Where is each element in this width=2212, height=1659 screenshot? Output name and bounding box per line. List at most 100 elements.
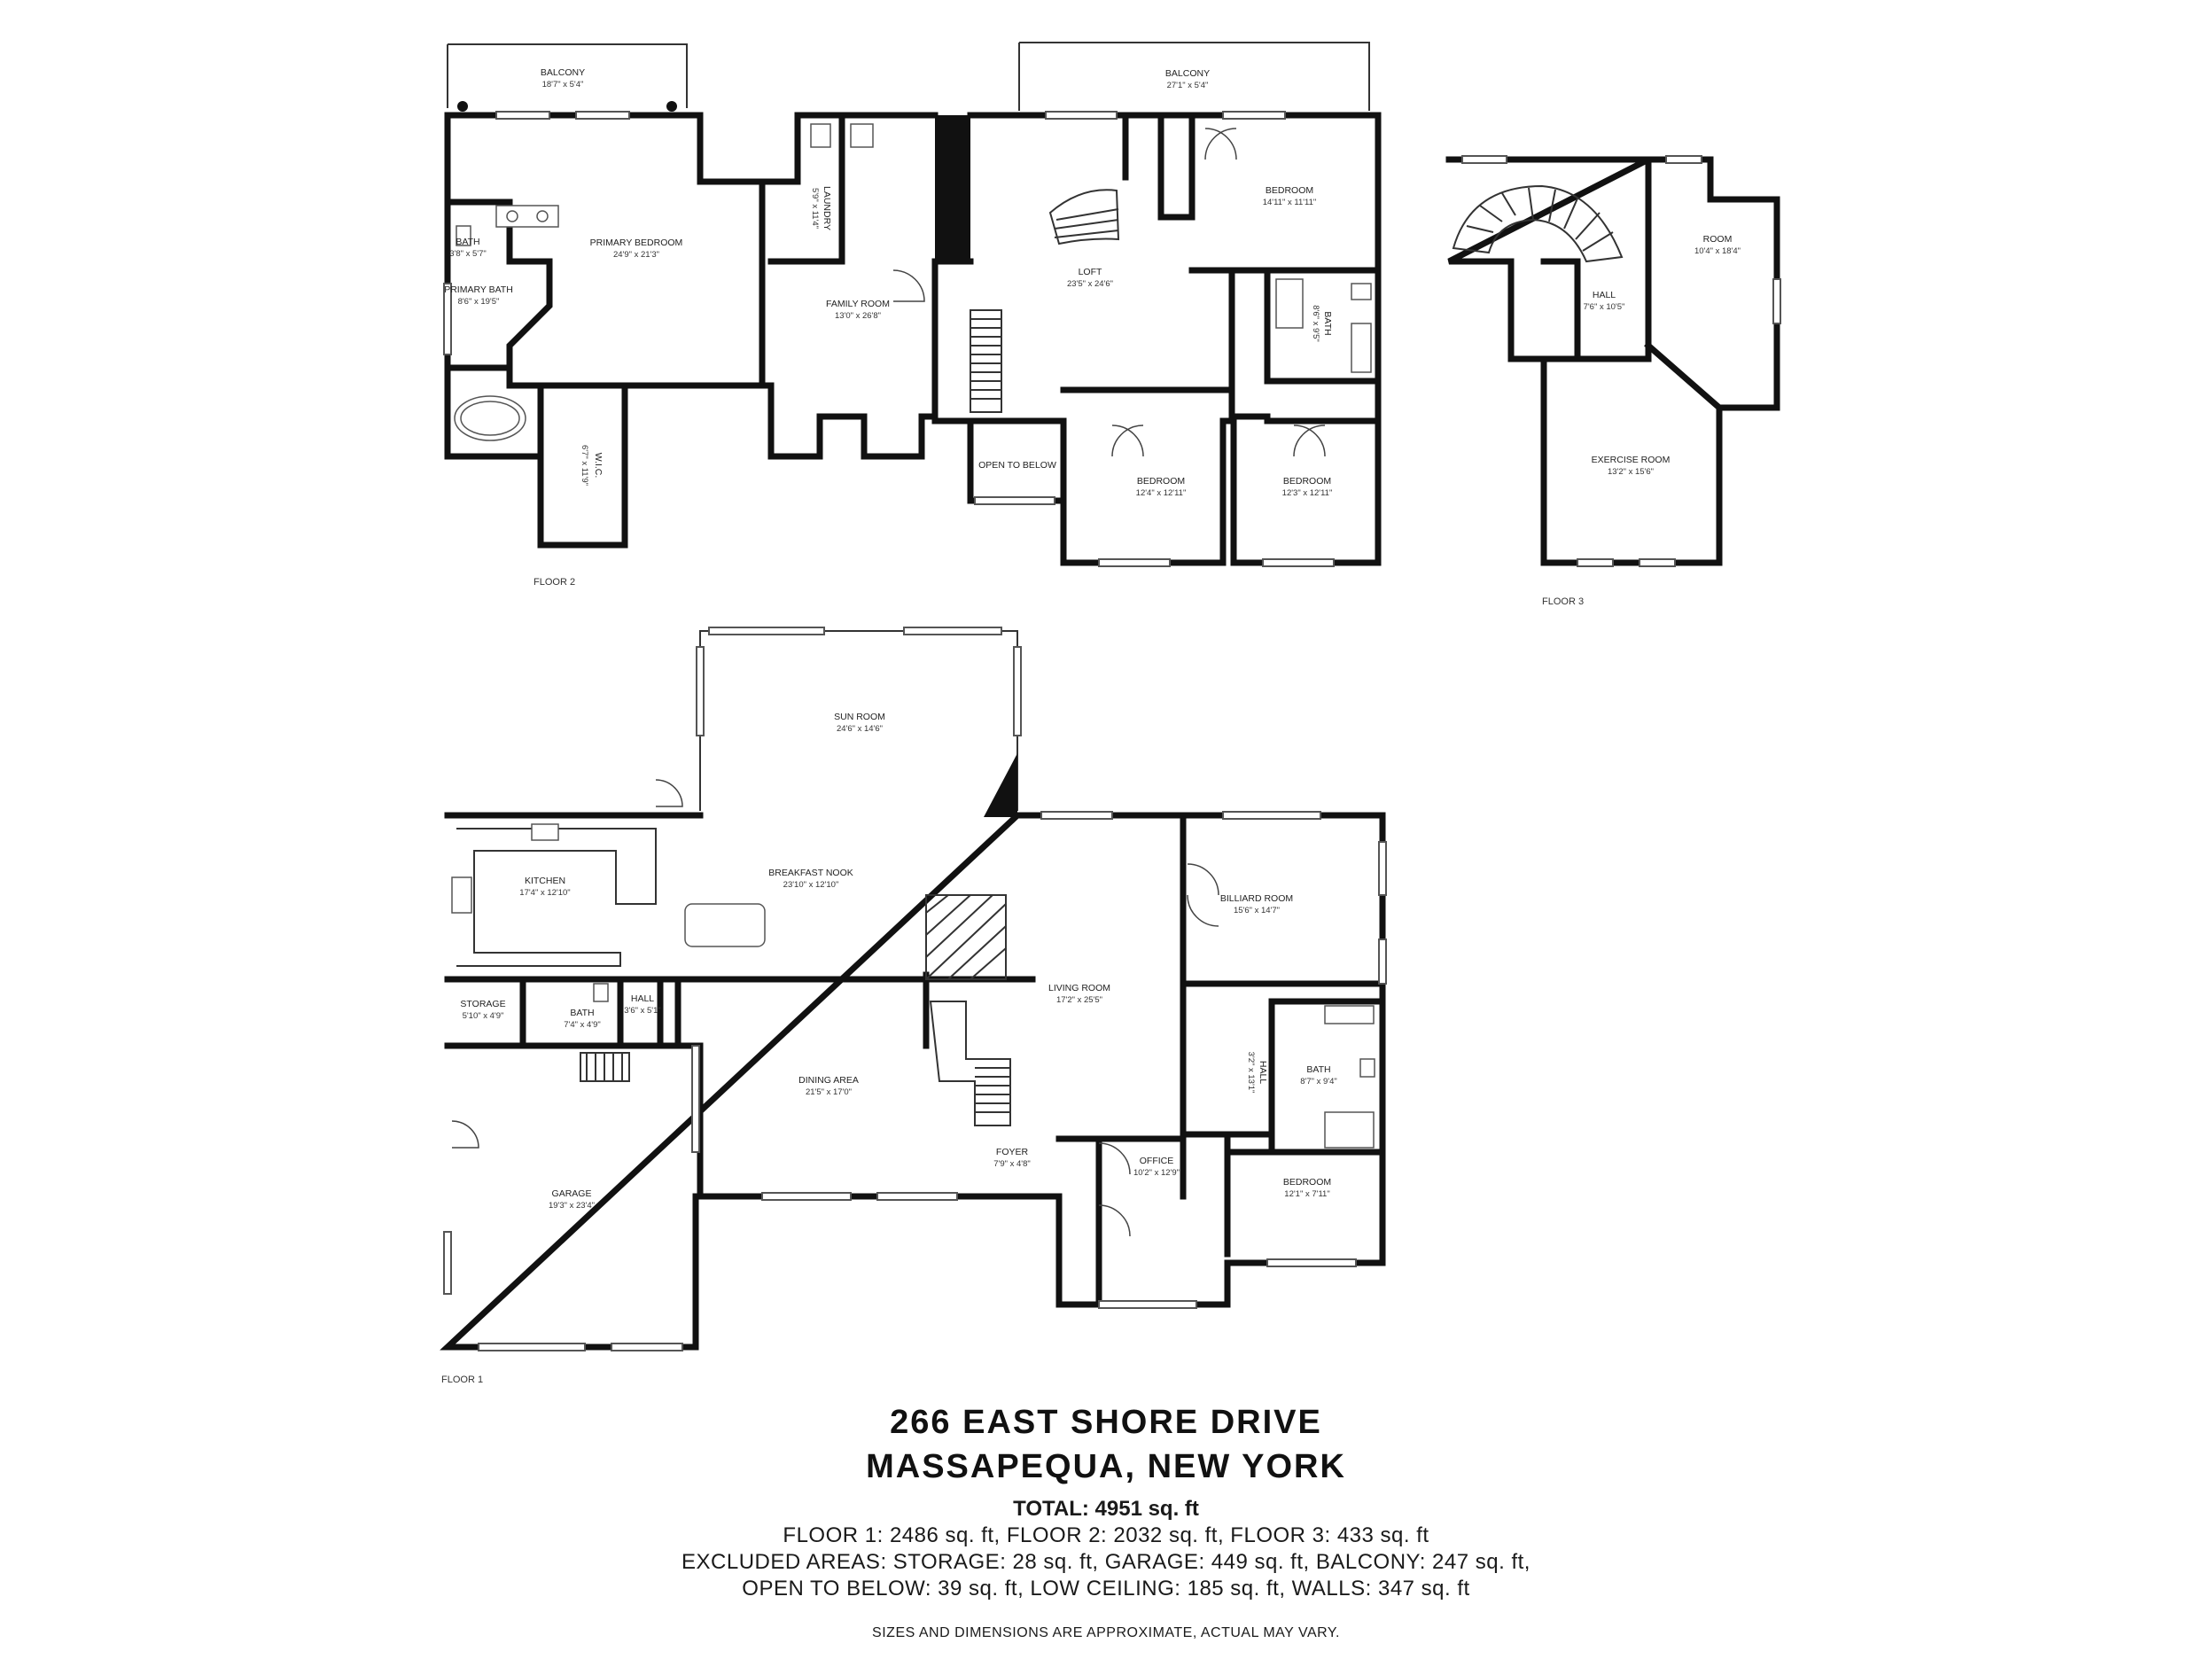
window <box>1040 811 1113 820</box>
balcony-railing-a <box>447 43 688 108</box>
room-name: BEDROOM <box>1266 185 1313 196</box>
room-dimensions: 7'6" x 10'5" <box>1584 302 1625 312</box>
window <box>1098 558 1171 567</box>
stair-icon <box>929 1001 1011 1126</box>
window <box>903 627 1002 635</box>
window <box>1098 1300 1197 1309</box>
room-dimensions: 24'6" x 14'6" <box>837 724 883 734</box>
room-dimensions: 10'2" x 12'9" <box>1133 1168 1180 1178</box>
range-icon <box>451 876 472 914</box>
room-dimensions: 19'3" x 23'4" <box>549 1201 595 1211</box>
room-name: LOFT <box>1079 267 1102 277</box>
window <box>575 111 630 120</box>
room-name: W.I.C. <box>593 453 604 479</box>
floor-3-plan <box>1445 155 1781 567</box>
stair-icon <box>580 1052 630 1082</box>
room-dimensions: 10'4" x 18'4" <box>1694 246 1741 256</box>
room-dimensions: 7'9" x 4'8" <box>993 1159 1031 1169</box>
room-name: STORAGE <box>460 999 505 1009</box>
window <box>1222 111 1286 120</box>
vanity-icon <box>1324 1005 1375 1024</box>
post-icon <box>457 101 468 112</box>
toilet-icon <box>593 983 609 1002</box>
room-name: OPEN TO BELOW <box>978 460 1056 471</box>
window <box>1772 278 1781 324</box>
room-dimensions: 24'9" x 21'3" <box>613 250 659 260</box>
window <box>1013 646 1022 736</box>
room-name: KITCHEN <box>525 876 565 886</box>
window <box>708 627 825 635</box>
room-name: HALL <box>1593 290 1616 300</box>
address-line-1: 266 EAST SHORE DRIVE <box>890 1404 1322 1441</box>
window <box>1222 811 1321 820</box>
room-dimensions: 8'6" x 19'5" <box>458 297 500 307</box>
room-dimensions: 13'0" x 26'8" <box>835 311 881 321</box>
window <box>1461 155 1507 164</box>
floor-1-label: FLOOR 1 <box>441 1375 483 1385</box>
room-name: PRIMARY BEDROOM <box>590 238 683 248</box>
floor-2-label: FLOOR 2 <box>534 577 575 588</box>
room-dimensions: 14'11" x 11'11" <box>1263 198 1317 207</box>
floor-3-label: FLOOR 3 <box>1542 596 1584 607</box>
room-name: FOYER <box>996 1147 1029 1157</box>
window <box>1378 939 1387 985</box>
window <box>1378 841 1387 896</box>
toilet-icon <box>1351 283 1372 300</box>
window <box>443 283 452 355</box>
room-dimensions: 21'5" x 17'0" <box>806 1087 852 1097</box>
stair-icon <box>970 309 1002 413</box>
room-dimensions: 18'7" x 5'4" <box>542 80 584 90</box>
room-dimensions: 5'10" x 4'9" <box>463 1011 504 1021</box>
room-name: ROOM <box>1703 234 1733 245</box>
wall-primary-suite <box>444 112 766 549</box>
room-dimensions: 8'6" x 9'5" <box>1311 305 1320 342</box>
wall-floor3 <box>1445 156 1780 566</box>
excluded-areas-cont: OPEN TO BELOW: 39 sq. ft, LOW CEILING: 1… <box>742 1577 1470 1601</box>
room-dimensions: 17'4" x 12'10" <box>519 888 570 898</box>
wall-main-house <box>440 812 1386 1351</box>
window <box>691 1045 700 1153</box>
double-door <box>1111 424 1144 457</box>
wall-bath-partition <box>444 199 628 389</box>
door-swing <box>655 779 683 807</box>
window <box>1045 111 1118 120</box>
floor-areas: FLOOR 1: 2486 sq. ft, FLOOR 2: 2032 sq. … <box>783 1523 1429 1547</box>
room-dimensions: 17'2" x 25'5" <box>1056 995 1102 1005</box>
window <box>1266 1258 1357 1267</box>
vanity-icon <box>495 205 559 228</box>
address-line-2: MASSAPEQUA, NEW YORK <box>866 1448 1346 1485</box>
room-name: HALL <box>1258 1061 1268 1084</box>
double-door <box>1187 863 1219 927</box>
sink-icon <box>531 823 559 841</box>
room-name: BEDROOM <box>1283 476 1331 487</box>
toilet-icon <box>1359 1058 1375 1078</box>
window <box>974 496 1055 505</box>
room-name: HALL <box>631 993 654 1004</box>
window <box>1577 558 1614 567</box>
window <box>1665 155 1702 164</box>
kitchen-island <box>684 903 766 947</box>
room-name: BATH <box>570 1008 594 1018</box>
fireplace-block <box>984 753 1017 817</box>
room-name: GARAGE <box>552 1188 592 1199</box>
window <box>443 1231 452 1295</box>
room-name: BEDROOM <box>1137 476 1185 487</box>
room-dimensions: 23'10" x 12'10" <box>783 880 839 890</box>
room-name: BEDROOM <box>1283 1177 1331 1188</box>
floor-1-plan <box>440 627 1387 1351</box>
wall-central-block <box>759 112 939 460</box>
total-area: TOTAL: 4951 sq. ft <box>1013 1497 1199 1521</box>
sink-icon <box>536 210 549 222</box>
room-dimensions: 5'9" x 11'4" <box>810 188 820 229</box>
window <box>495 111 550 120</box>
room-name: FAMILY ROOM <box>826 299 890 309</box>
room-name: BREAKFAST NOOK <box>768 868 853 878</box>
washer-icon <box>810 123 831 148</box>
spiral-stair-icon <box>1048 189 1120 245</box>
door-swing <box>451 1120 479 1149</box>
double-door <box>1204 128 1237 160</box>
spiral-stair-icon <box>1452 184 1624 263</box>
window <box>1262 558 1335 567</box>
shower-icon <box>1324 1111 1375 1149</box>
